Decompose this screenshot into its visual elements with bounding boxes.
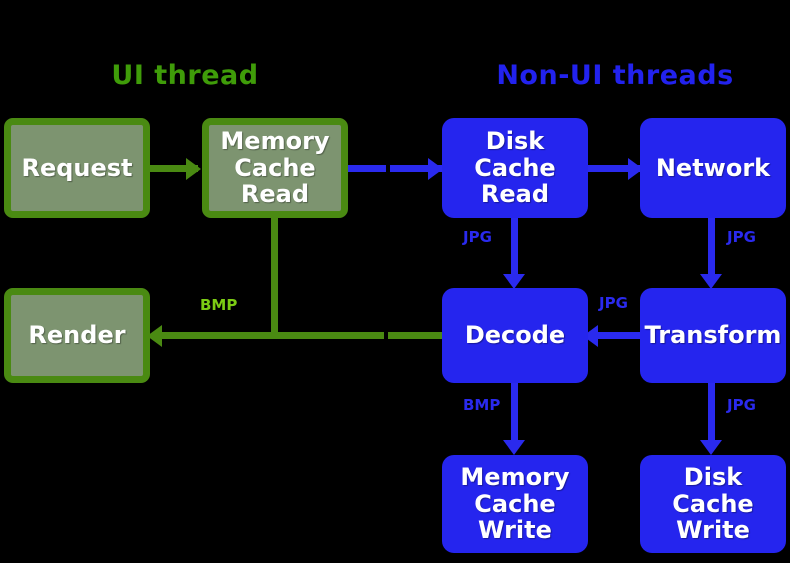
node-disk-cache-read[interactable]: Disk Cache Read [442,118,588,218]
edge-disk-cache-read-to-decode [511,216,518,278]
node-decode[interactable]: Decode [442,288,588,383]
node-transform-label: Transform [644,321,782,350]
node-transform[interactable]: Transform [640,288,786,383]
edge-label-decode-to-memory-cache-write: BMP [463,396,501,414]
node-memory-cache-read[interactable]: Memory Cache Read [202,118,348,218]
node-decode-label: Decode [464,321,566,350]
edge-label-network-to-transform: JPG [727,228,756,246]
arrowhead-decode-to-memory-cache-write [503,440,525,455]
edge-network-to-transform [708,216,715,278]
edge-request-to-memory-cache-read [150,165,198,172]
node-network-label: Network [655,153,771,182]
arrowhead-disk-cache-read-to-network [628,158,643,180]
non-ui-threads-title: Non-UI threads [496,60,734,91]
edge-disk-cache-read-to-network [588,165,646,172]
arrowhead-request-to-memory-cache-read [186,158,201,180]
node-render[interactable]: Render [4,288,150,383]
edge-label-disk-to-decode: JPG [463,228,492,246]
edge-tick-middle [384,331,388,340]
edge-memory-cache-read-to-disk-cache-read [348,165,444,172]
edge-label-transform-to-disk-cache-write: JPG [727,396,756,414]
node-render-label: Render [28,321,126,350]
node-request[interactable]: Request [4,118,150,218]
arrowhead-memory-cache-read-to-disk-cache-read [428,158,443,180]
arrowhead-network-to-transform [700,274,722,289]
edge-decode-to-render [160,332,450,339]
node-disk-cache-write-label: Disk Cache Write [672,462,754,545]
arrowhead-disk-cache-read-to-decode [503,274,525,289]
edge-tick-top [386,164,390,173]
node-memory-cache-write[interactable]: Memory Cache Write [442,455,588,553]
arrowhead-transform-to-disk-cache-write [700,440,722,455]
node-memory-cache-write-label: Memory Cache Write [460,462,570,545]
node-disk-cache-read-label: Disk Cache Read [474,126,556,209]
ui-thread-title: UI thread [111,60,259,91]
edge-transform-to-disk-cache-write [708,382,715,444]
edge-transform-to-decode [596,332,646,339]
node-request-label: Request [21,153,133,182]
edge-label-transform-to-decode: JPG [599,294,628,312]
arrowhead-to-render [147,325,162,347]
edge-memory-cache-read-to-render [271,216,278,336]
edge-decode-to-memory-cache-write [511,382,518,444]
node-network[interactable]: Network [640,118,786,218]
node-memory-cache-read-label: Memory Cache Read [220,126,330,209]
edge-label-to-render: BMP [200,296,238,314]
node-disk-cache-write[interactable]: Disk Cache Write [640,455,786,553]
